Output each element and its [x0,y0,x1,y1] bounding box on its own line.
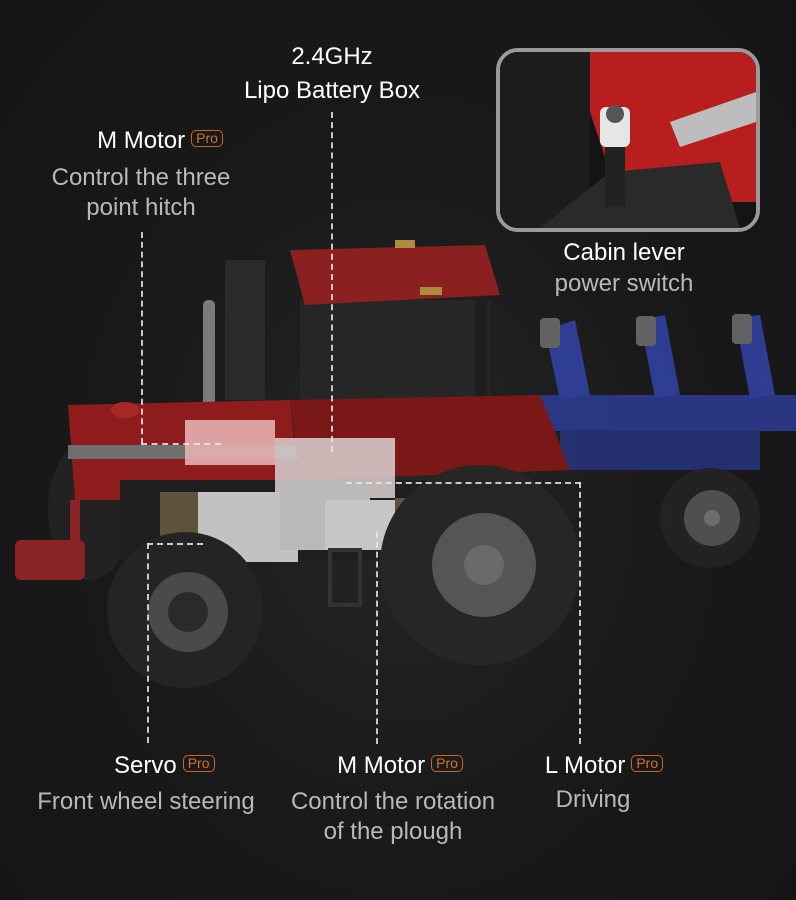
cabin-lever-inset-photo [496,48,760,232]
l-motor-desc: Driving [555,786,631,813]
m-motor-hitch-title: M Motor Pro [60,126,260,156]
front-hitch-illustration [15,500,85,580]
cabin-lever-title: Cabin lever [563,239,685,266]
m-motor-plough-title-text: M Motor [337,752,426,779]
leader-line-l-motor-h [346,482,581,484]
m-motor-hitch-title-text: M Motor [97,127,186,154]
l-motor-title-text: L Motor [544,752,626,779]
motors-illustration [160,420,415,562]
m-motor-plough-desc-line2: of the plough [323,818,463,845]
m-motor-hitch-desc-line1: Control the three [51,164,231,191]
l-motor-title: L Motor Pro [504,751,704,781]
pro-badge: Pro [431,755,463,772]
front-wheel-illustration [107,532,263,688]
m-motor-hitch-desc-line2: point hitch [86,194,196,221]
leader-line-hitch-v [141,232,143,444]
battery-box-title-line1: 2.4GHz [291,43,373,70]
servo-desc: Front wheel steering [37,788,255,815]
leader-line-hitch-h [141,443,221,445]
leader-line-servo-h [147,543,203,545]
pro-badge: Pro [191,130,223,147]
leader-line-servo-v [147,543,149,743]
pro-badge: Pro [182,755,215,772]
battery-box-title-line2: Lipo Battery Box [243,77,421,104]
m-motor-plough-desc-line1: Control the rotation [290,788,496,815]
leader-line-battery [331,112,333,452]
rear-wheel-illustration [380,465,580,665]
leader-line-l-motor-v [579,482,581,744]
plough-illustration [530,314,796,568]
cabin-lever-desc: power switch [554,270,694,297]
pro-badge: Pro [631,755,664,772]
leader-line-plough-motor [376,532,378,744]
m-motor-plough-title: M Motor Pro [300,751,500,781]
servo-title-text: Servo [114,752,177,779]
servo-title: Servo Pro [60,751,280,781]
